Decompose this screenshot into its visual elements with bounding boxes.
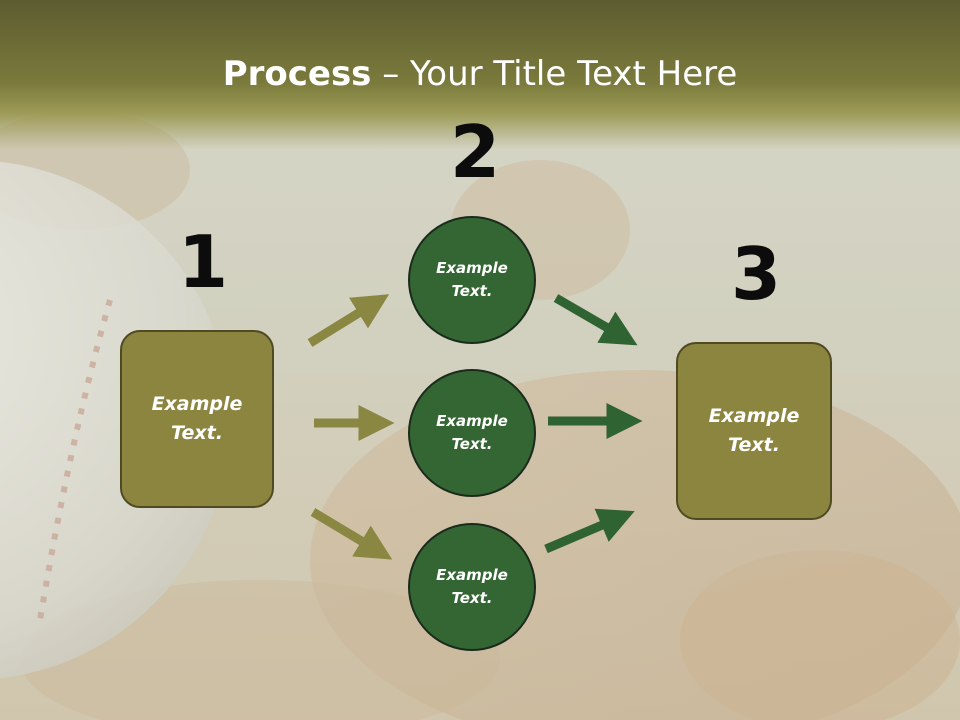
circle-middle-text: Example Text.	[436, 412, 508, 453]
step-2-circle-top[interactable]: Example Text.	[408, 216, 536, 344]
slide-title: Process – Your Title Text Here	[0, 52, 960, 96]
step-number-2: 2	[450, 110, 501, 194]
circle-bottom-text: Example Text.	[436, 566, 508, 607]
step-1-text: Example Text.	[151, 393, 243, 444]
step-number-3: 3	[731, 232, 782, 316]
circle-top-text: Example Text.	[436, 259, 508, 300]
step-3-text: Example Text.	[708, 405, 800, 456]
step-2-circle-middle[interactable]: Example Text.	[408, 369, 536, 497]
title-bar	[0, 0, 960, 150]
step-number-1: 1	[178, 220, 229, 304]
step-2-circle-bottom[interactable]: Example Text.	[408, 523, 536, 651]
step-3-box[interactable]: Example Text.	[676, 342, 832, 520]
title-bold: Process	[222, 54, 372, 94]
title-rest: – Your Title Text Here	[371, 54, 738, 94]
step-1-box[interactable]: Example Text.	[120, 330, 274, 508]
